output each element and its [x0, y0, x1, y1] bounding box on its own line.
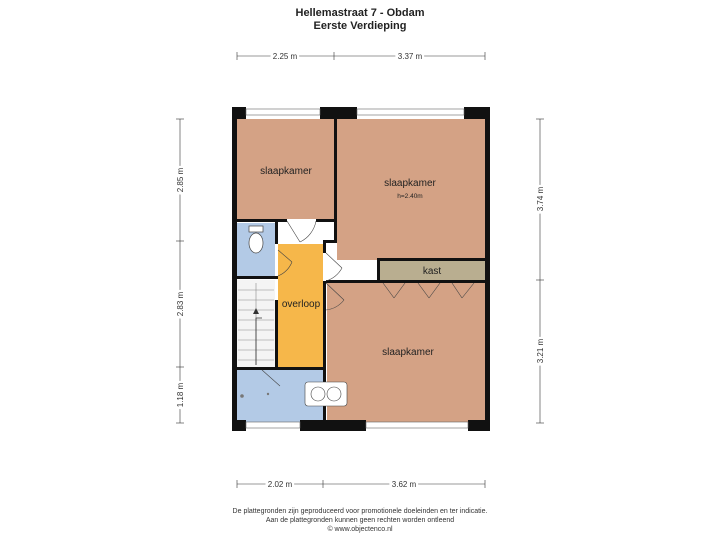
bedroom-3-fill	[327, 283, 485, 423]
dim-left-bottom: 1.18 m	[176, 382, 185, 407]
bedroom-1-label: slaapkamer	[260, 166, 312, 177]
landing-label: overloop	[282, 299, 321, 310]
shower-drain	[240, 392, 270, 398]
dim-bottom-right: 3.62 m	[392, 480, 417, 489]
closet-fill	[380, 261, 485, 280]
disclaimer-line-2: Aan de plattegronden kunnen geen rechten…	[265, 517, 455, 524]
bedroom-2-fill	[337, 119, 485, 260]
bedroom-2-label: slaapkamer	[384, 178, 436, 189]
plan-subtitle: Eerste Verdieping	[313, 20, 407, 32]
copyright-link[interactable]: © www.objectenco.nl	[327, 526, 393, 533]
walls	[232, 107, 490, 431]
dim-right-bottom: 3.21 m	[536, 338, 545, 363]
closet-label: kast	[423, 266, 442, 277]
landing-fill	[278, 244, 323, 367]
dim-top-left: 2.25 m	[273, 52, 298, 61]
dimension-lines	[176, 52, 544, 488]
toilet-fixture	[248, 225, 264, 254]
dim-bottom-left: 2.02 m	[268, 480, 293, 489]
dim-right-top: 3.74 m	[536, 186, 545, 211]
door-swings	[261, 220, 475, 387]
disclaimer-line-1: De plattegronden zijn geproduceerd voor …	[232, 508, 488, 515]
dim-top-right: 3.37 m	[398, 52, 423, 61]
staircase	[238, 283, 274, 365]
bedroom-1-fill	[237, 119, 334, 219]
plan-title: Hellemastraat 7 - Obdam	[295, 7, 425, 19]
dim-left-top: 2.85 m	[176, 167, 185, 192]
sink-fixture	[304, 381, 348, 407]
bedroom-2-height: h=2.40m	[397, 193, 422, 200]
dim-left-mid: 2.83 m	[176, 291, 185, 316]
bedroom-3-label: slaapkamer	[382, 347, 434, 358]
windows	[245, 108, 469, 429]
dimension-labels: 2.25 m 3.37 m 2.02 m 3.62 m 2.85 m 2.83 …	[174, 50, 548, 492]
